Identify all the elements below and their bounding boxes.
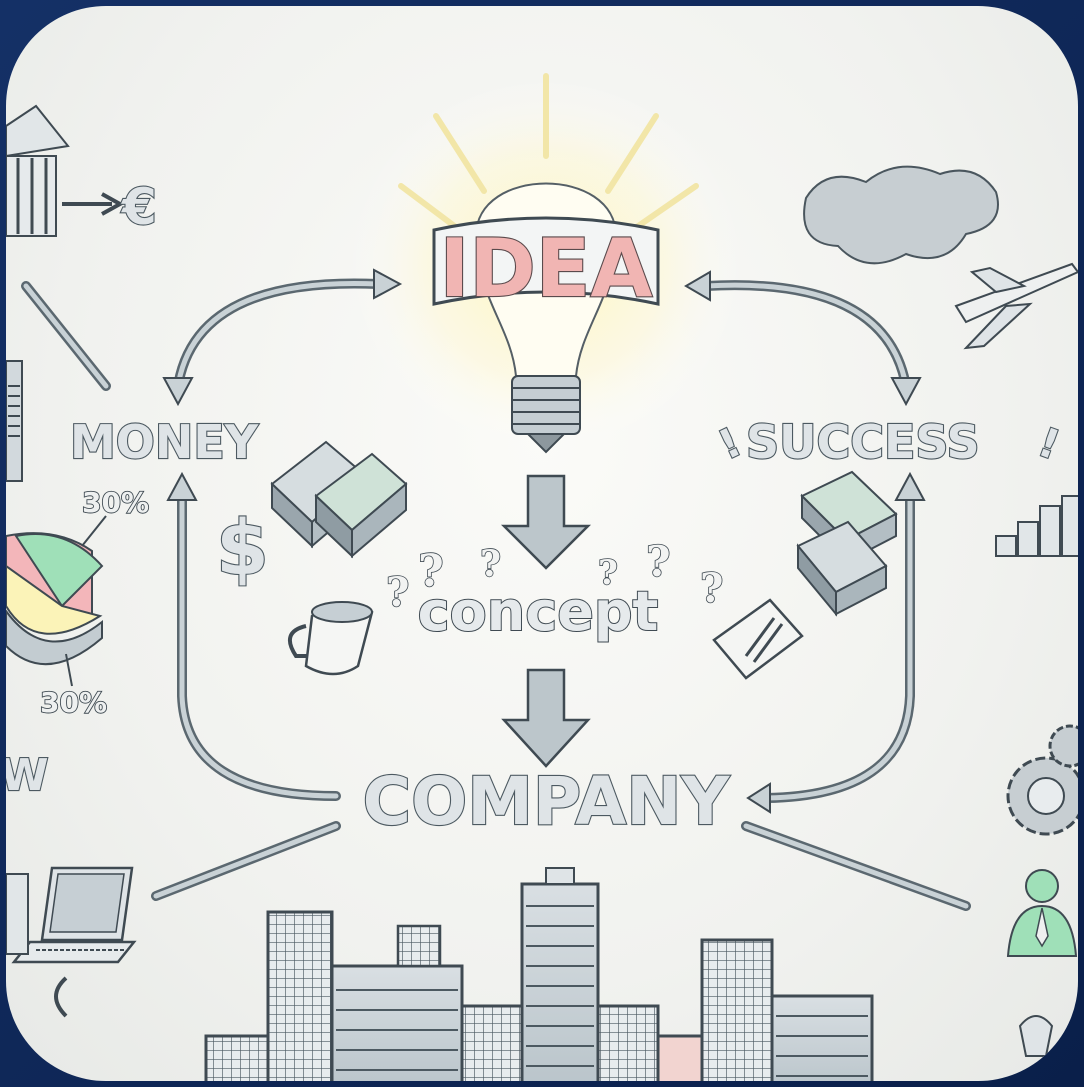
diagram-card: IDEA (6, 6, 1078, 1081)
question-mark-2: ? (418, 546, 444, 597)
bar-chart-icon (995, 495, 1078, 557)
question-mark-3: ? (480, 543, 501, 585)
arrow-head-to-company (746, 782, 771, 814)
question-mark-5: ? (646, 537, 671, 586)
question-mark-6: ? (700, 565, 723, 612)
bank-icon (6, 104, 70, 237)
curved-arrow-icon (54, 976, 68, 1018)
arrow-head-to-success (890, 377, 922, 407)
concept-node: concept (417, 579, 660, 644)
gears-icon (1006, 724, 1078, 836)
pie-label-top: 30% (82, 486, 149, 519)
company-label: COMPANY (363, 763, 731, 840)
euro-icon: € (121, 178, 157, 236)
exclaim-left-mark: ! (712, 420, 748, 469)
exclaim-right-mark: ! (1032, 420, 1065, 469)
arrow-head-to-idea-left (373, 268, 403, 300)
notepad-icon (712, 598, 804, 680)
idea-label: IDEA (440, 222, 653, 315)
money-stacks-left (270, 440, 408, 559)
pie-chart-icon (6, 515, 107, 687)
cloud-icon (803, 165, 999, 265)
mug-icon (287, 601, 374, 676)
city-skyline (204, 867, 874, 1081)
laptop-icon (11, 866, 137, 964)
partial-w-text: W (6, 750, 49, 801)
idea-diagram: IDEA (6, 73, 1078, 1081)
arrow-head-to-idea-right (684, 270, 711, 302)
left-tablet-icon (6, 873, 29, 955)
success-label: SUCCESS (746, 415, 980, 469)
trophy-icon (1018, 1015, 1054, 1057)
question-marks: ? ? ? ? ? ? (385, 536, 724, 617)
money-label: MONEY (70, 415, 259, 469)
person-icon (1006, 869, 1078, 957)
arrow-head-company-to-success (894, 471, 926, 501)
arrow-head-company-to-money (166, 471, 198, 501)
down-arrow-concept-company (501, 668, 591, 768)
cycle-arrows (151, 268, 971, 911)
concept-label: concept (418, 580, 659, 643)
dollar-icon: $ (216, 503, 269, 592)
money-stacks-right (796, 470, 898, 617)
question-mark-4: ? (598, 553, 618, 593)
pie-label-bottom: 30% (40, 686, 107, 719)
idea-node: IDEA (432, 216, 660, 316)
arrow-to-euro (62, 192, 125, 216)
arrow-head-to-money (162, 377, 194, 407)
phone-icon (6, 360, 23, 482)
airplane-icon (954, 262, 1078, 350)
question-mark-1: ? (386, 569, 409, 616)
down-arrow-idea-concept (500, 474, 592, 570)
